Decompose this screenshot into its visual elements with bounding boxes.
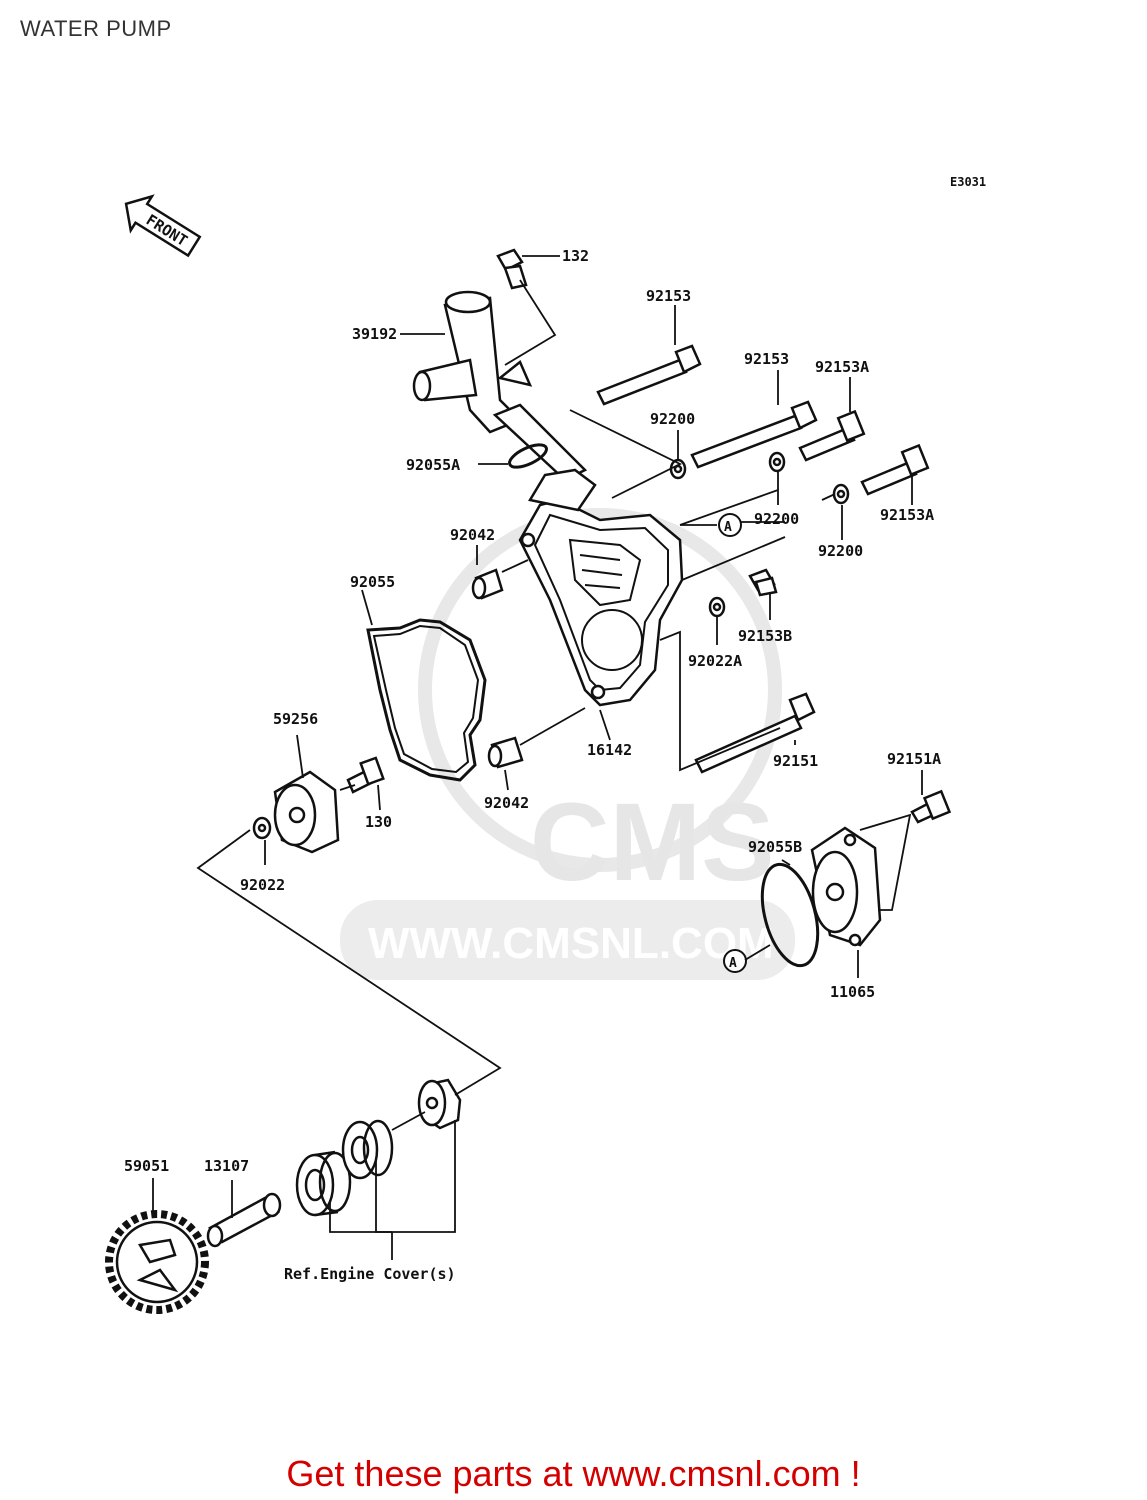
label-59051: 59051: [124, 1157, 169, 1175]
label-92153A-a: 92153A: [815, 358, 869, 376]
footer-link-text[interactable]: Get these parts at www.cmsnl.com !: [286, 1453, 861, 1494]
shaft-13107: [206, 1192, 282, 1248]
label-39192: 39192: [352, 325, 397, 343]
watermark-logo-text: CMS: [530, 781, 774, 904]
dowel-pin-92042-bottom: [487, 736, 524, 769]
svg-text:A: A: [729, 956, 737, 971]
oil-seal: [417, 1078, 462, 1130]
ref-circle-a-2: A: [723, 949, 747, 973]
label-92055A: 92055A: [406, 456, 460, 474]
gasket-92055: [366, 618, 487, 782]
label-92022A: 92022A: [688, 652, 742, 670]
washers: [252, 451, 850, 840]
label-92200-c: 92200: [818, 542, 863, 560]
label-92153B: 92153B: [738, 627, 792, 645]
gasket-92055-inner: [372, 624, 480, 774]
label-132: 132: [562, 247, 589, 265]
label-92055: 92055: [350, 573, 395, 591]
o-ring-92055A: [508, 443, 548, 469]
dowel-pin-92042-top: [471, 568, 504, 600]
bearing-1: [295, 1150, 352, 1217]
diagram-code: E3031: [950, 175, 986, 189]
label-59256: 59256: [273, 710, 318, 728]
label-92151A: 92151A: [887, 750, 941, 768]
watermark: CMS WWW.CMSNL.COM: [340, 508, 795, 980]
gear-59051: [105, 1210, 209, 1314]
label-16142: 16142: [587, 741, 632, 759]
bolt-130: [346, 756, 385, 794]
leader-lines: [152, 255, 923, 1260]
bolt-92153-mid: [690, 400, 818, 469]
ref-circle-a-1: A: [718, 513, 742, 537]
front-arrow-icon: FRONT: [124, 194, 202, 258]
label-92200-b: 92200: [754, 510, 799, 528]
label-11065: 11065: [830, 983, 875, 1001]
page-title: WATER PUMP: [20, 16, 172, 41]
label-92055B: 92055B: [748, 838, 802, 856]
bolt-92153-top: [596, 344, 702, 406]
ref-engine-cover-note: Ref.Engine Cover(s): [284, 1265, 456, 1283]
label-92022: 92022: [240, 876, 285, 894]
pump-body-11065: [810, 826, 882, 947]
label-92153-a: 92153: [646, 287, 691, 305]
bolt-92153B: [748, 568, 778, 597]
svg-text:A: A: [724, 520, 732, 535]
water-pipe-39192: [412, 290, 588, 482]
watermark-text: WWW.CMSNL.COM: [368, 919, 774, 968]
label-92151: 92151: [773, 752, 818, 770]
label-92042-a: 92042: [450, 526, 495, 544]
label-92153-b: 92153: [744, 350, 789, 368]
label-130: 130: [365, 813, 392, 831]
label-92153A-b: 92153A: [880, 506, 934, 524]
bearing-2: [341, 1119, 394, 1180]
bolt-92153A-2: [860, 443, 930, 496]
label-92200-a: 92200: [650, 410, 695, 428]
pump-cover: [518, 468, 684, 707]
impeller-59256: [273, 770, 340, 854]
label-92042-b: 92042: [484, 794, 529, 812]
label-13107: 13107: [204, 1157, 249, 1175]
bolt-92151A: [910, 789, 952, 824]
bolt-92153A-1: [798, 409, 866, 462]
part-labels: 132 92153 39192 92153 92153A 92200 92055…: [124, 247, 941, 1283]
